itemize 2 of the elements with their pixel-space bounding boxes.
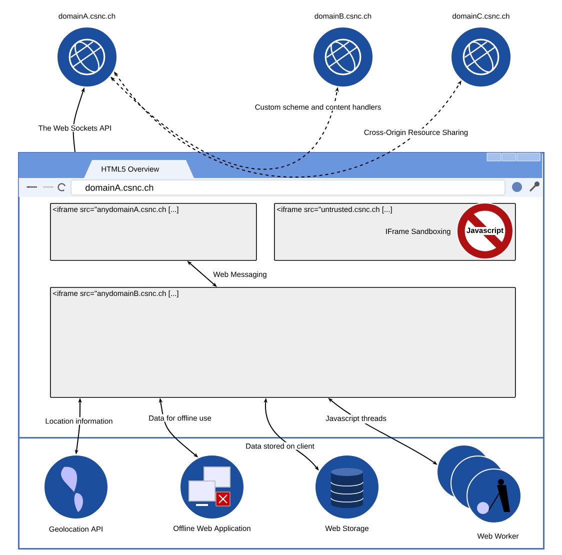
address-field: domainA.csnc.ch: [70, 180, 506, 196]
panel: [18, 437, 544, 550]
